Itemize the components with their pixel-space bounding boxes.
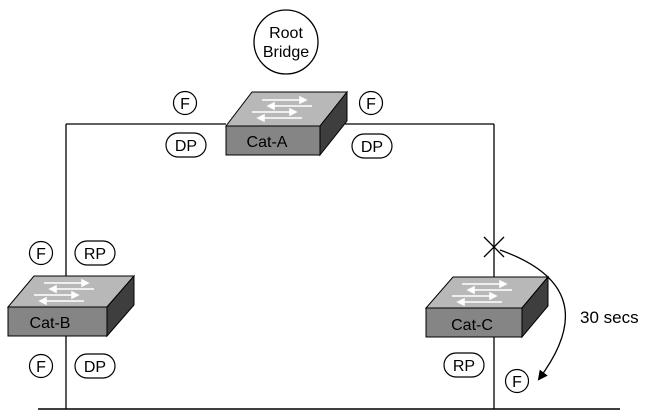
root-bridge-line1: Root: [269, 25, 303, 42]
switch-arrows-icon: [452, 279, 512, 307]
svg-text:DP: DP: [361, 139, 383, 156]
port-badge-cat-b-lower-dp: DP: [74, 353, 116, 379]
switch-label-cat-a: Cat-A: [247, 134, 288, 151]
switch-label-cat-c: Cat-C: [451, 317, 493, 334]
switch-label-cat-b: Cat-B: [30, 315, 71, 332]
switch-cat-b[interactable]: Cat-B: [6, 274, 136, 338]
switch-cat-c[interactable]: Cat-C: [424, 275, 550, 339]
port-badge-cat-a-right-dp: DP: [351, 133, 393, 159]
link-failure-x-icon: [483, 236, 505, 258]
root-bridge-badge: Root Bridge: [253, 9, 319, 75]
svg-text:DP: DP: [175, 138, 197, 155]
timer-arrow: [499, 249, 567, 381]
port-badge-cat-a-right-f: F: [358, 90, 384, 116]
port-badge-cat-c-f: F: [504, 368, 530, 394]
svg-text:RP: RP: [453, 358, 475, 375]
svg-text:F: F: [180, 96, 190, 113]
port-badge-cat-b-upper-f: F: [28, 240, 54, 266]
root-bridge-line2: Bridge: [263, 44, 309, 61]
port-badge-cat-a-left-dp: DP: [165, 132, 207, 158]
timer-label: 30 secs: [580, 308, 639, 327]
switch-arrows-icon: [252, 95, 312, 123]
port-badge-cat-a-left-f: F: [172, 90, 198, 116]
svg-text:RP: RP: [84, 246, 106, 263]
svg-text:F: F: [36, 246, 46, 263]
svg-text:F: F: [366, 96, 376, 113]
svg-text:DP: DP: [84, 359, 106, 376]
switch-arrows-icon: [34, 278, 94, 306]
port-badge-cat-b-upper-rp: RP: [74, 240, 116, 266]
svg-text:F: F: [512, 374, 522, 391]
port-badge-cat-c-rp: RP: [443, 352, 485, 378]
port-badge-cat-b-lower-f: F: [28, 353, 54, 379]
svg-text:F: F: [36, 359, 46, 376]
switch-cat-a[interactable]: Cat-A: [224, 90, 349, 157]
